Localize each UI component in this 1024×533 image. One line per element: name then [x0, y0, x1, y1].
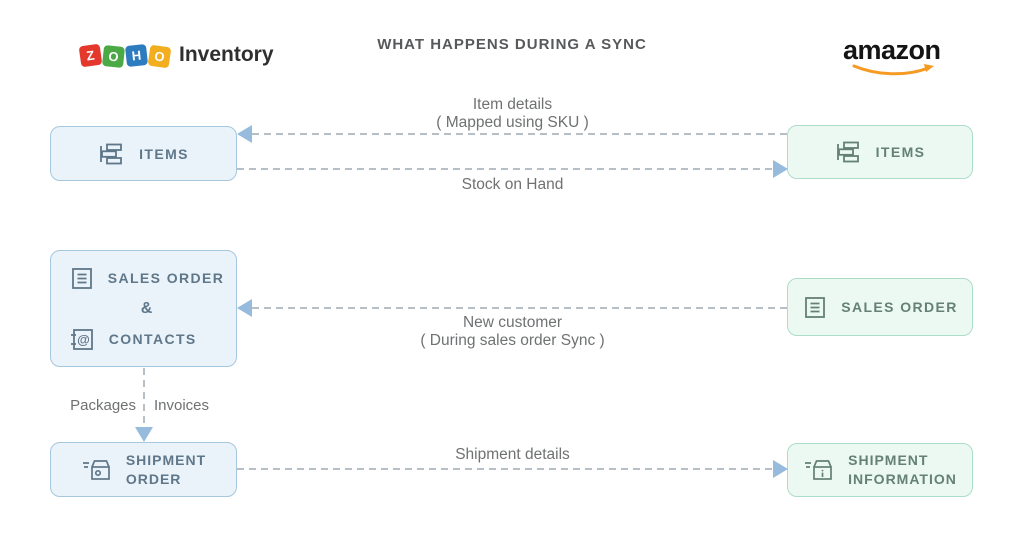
zoho-logo-tile-h: H — [124, 43, 149, 67]
node-label: SALES ORDER — [841, 299, 958, 315]
sales-order-icon — [69, 266, 94, 291]
node-label-line1: SHIPMENT — [848, 452, 929, 468]
items-icon — [98, 142, 125, 166]
amazon-smile-icon — [852, 64, 934, 76]
zoho-logo-tile-o2: O — [147, 44, 172, 68]
shipment-details-arrow-line — [237, 468, 773, 470]
stock-on-hand-label: Stock on Hand — [340, 176, 685, 194]
shipment-details-text: Shipment details — [455, 446, 570, 463]
stock-on-hand-arrow-line — [237, 168, 773, 170]
amazon-sales-order-node: SALES ORDER — [787, 278, 973, 336]
arrowhead-left-icon — [237, 125, 252, 143]
node-label-line2: INFORMATION — [848, 471, 957, 487]
node-label-line1: SHIPMENT — [125, 451, 207, 468]
amazon-shipment-information-node: SHIPMENT INFORMATION — [787, 443, 973, 497]
node-label-line2: ORDER — [125, 470, 182, 487]
shipment-details-label: Shipment details — [340, 446, 685, 464]
item-details-line2: ( Mapped using SKU ) — [436, 114, 589, 131]
ampersand-label: & — [140, 299, 153, 317]
node-label: ITEMS — [139, 145, 189, 162]
zoho-logo-tile-z: Z — [78, 43, 103, 67]
node-label: SALES ORDER — [107, 270, 225, 286]
node-label: SHIPMENT INFORMATION — [848, 451, 957, 489]
zoho-inventory-logo: Z O H O Inventory — [78, 43, 274, 68]
invoices-label: Invoices — [154, 397, 210, 414]
node-label: ITEMS — [875, 144, 926, 160]
arrowhead-left-icon — [237, 299, 252, 317]
item-details-label: Item details ( Mapped using SKU ) — [340, 96, 685, 132]
stock-on-hand-text: Stock on Hand — [461, 176, 564, 193]
new-customer-arrow-line — [252, 307, 788, 309]
new-customer-label: New customer ( During sales order Sync ) — [340, 314, 685, 350]
items-icon — [835, 140, 862, 164]
arrowhead-down-icon — [135, 427, 153, 442]
amazon-items-node: ITEMS — [787, 125, 973, 179]
shipment-box-icon — [81, 457, 112, 483]
item-details-arrow-line — [252, 133, 788, 135]
svg-text:@: @ — [77, 332, 90, 347]
item-details-line1: Item details — [472, 96, 553, 113]
zoho-sales-contacts-node: SALES ORDER & @ CONTACTS — [50, 250, 237, 367]
zoho-logo-word: Inventory — [179, 43, 274, 66]
arrowhead-right-icon — [773, 160, 788, 178]
zoho-items-node: ITEMS — [50, 126, 237, 181]
contacts-icon: @ — [69, 327, 95, 352]
zoho-shipment-order-node: SHIPMENT ORDER — [50, 442, 237, 497]
internal-flow-arrow-line — [143, 368, 145, 427]
diagram-title: WHAT HAPPENS DURING A SYNC — [377, 36, 647, 53]
sales-order-icon — [802, 295, 827, 320]
new-customer-line1: New customer — [462, 314, 563, 331]
new-customer-line2: ( During sales order Sync ) — [420, 332, 605, 349]
packages-label: Packages — [70, 397, 136, 414]
arrowhead-right-icon — [773, 460, 788, 478]
amazon-logo-text: amazon — [843, 35, 941, 65]
zoho-logo-tile-o1: O — [101, 44, 126, 68]
node-label: SHIPMENT ORDER — [126, 451, 206, 489]
node-label: CONTACTS — [108, 331, 197, 347]
shipment-info-icon — [803, 457, 834, 483]
amazon-logo: amazon — [843, 35, 943, 76]
